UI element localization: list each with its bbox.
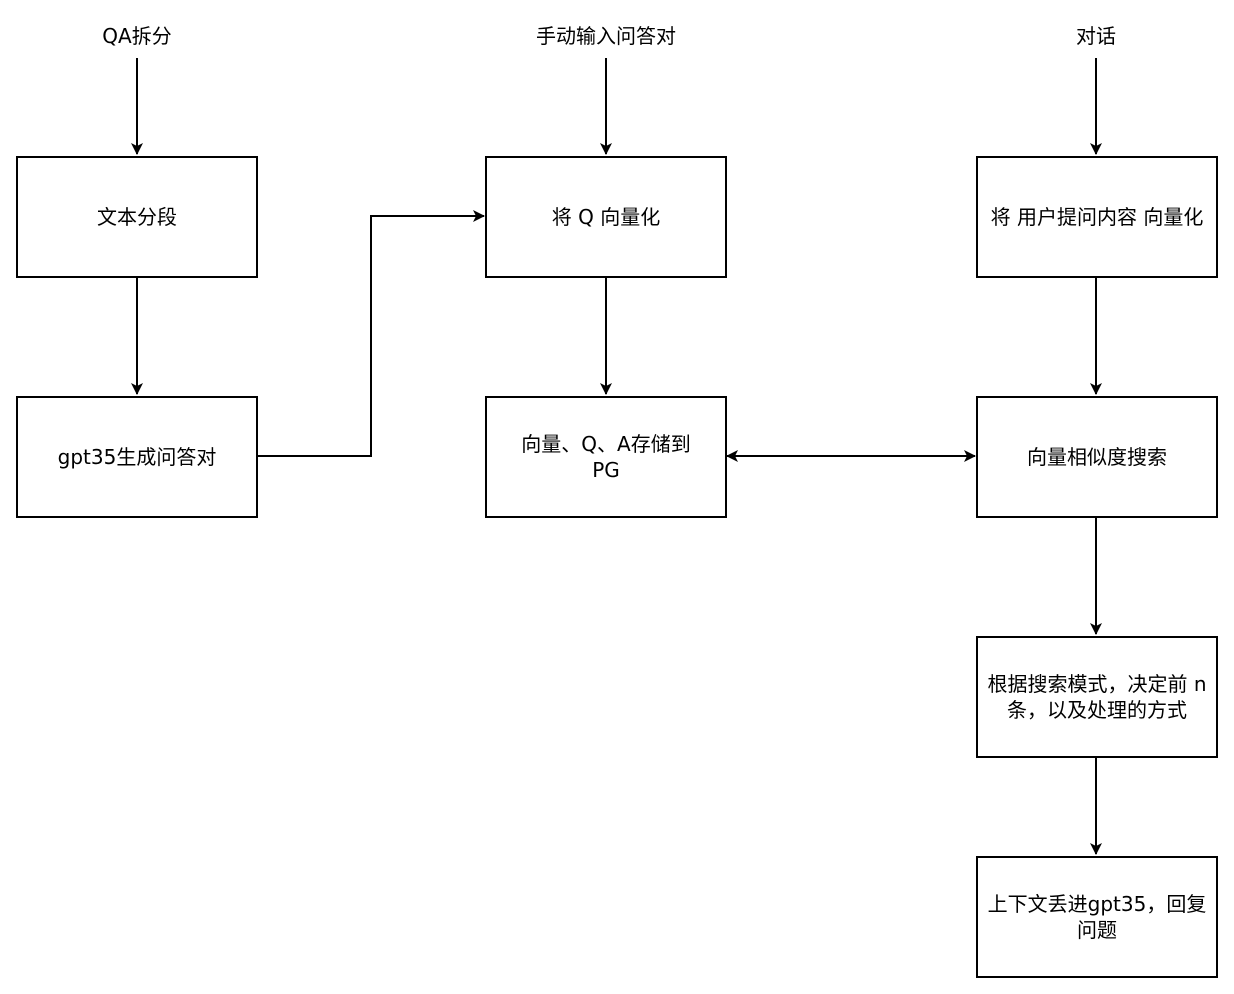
node-context-to-gpt35: 上下文丢进gpt35，回复问题 xyxy=(976,856,1218,978)
node-decide-top-n: 根据搜索模式，决定前 n 条，以及处理的方式 xyxy=(976,636,1218,758)
node-vectorize-q: 将 Q 向量化 xyxy=(485,156,727,278)
node-vectorize-user-question: 将 用户提问内容 向量化 xyxy=(976,156,1218,278)
label-qa-split: QA拆分 xyxy=(102,24,172,48)
edge-gpt35-to-vectorize-q xyxy=(256,210,485,457)
label-dialog: 对话 xyxy=(1076,24,1116,48)
label-manual-input: 手动输入问答对 xyxy=(536,24,676,48)
node-similarity-search: 向量相似度搜索 xyxy=(976,396,1218,518)
node-text-segment: 文本分段 xyxy=(16,156,258,278)
node-gpt35-generate-qa: gpt35生成问答对 xyxy=(16,396,258,518)
node-store-pg: 向量、Q、A存储到 PG xyxy=(485,396,727,518)
